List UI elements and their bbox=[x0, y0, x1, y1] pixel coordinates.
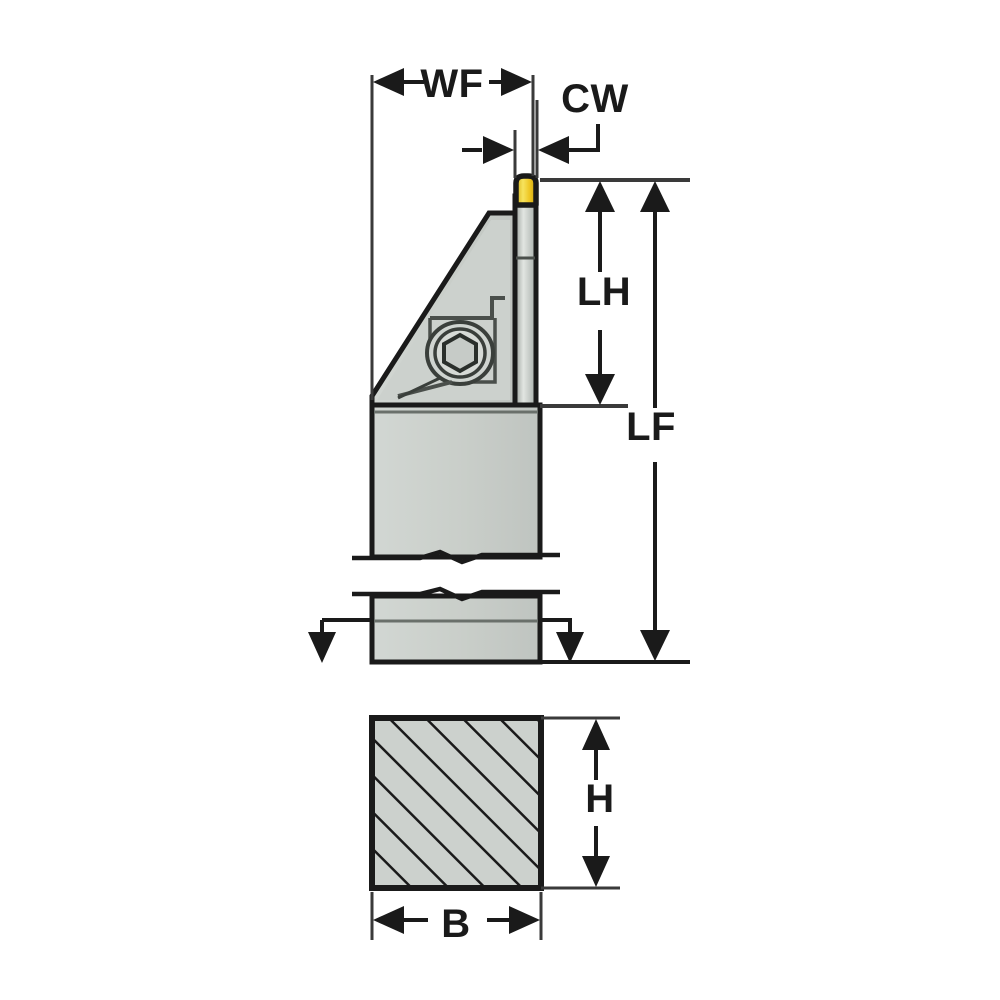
shank-cross-section bbox=[369, 715, 544, 891]
insert-pocket-outline bbox=[430, 296, 505, 320]
head-relief-line-2 bbox=[397, 376, 441, 400]
shank-callout-left-arrow-icon bbox=[308, 632, 336, 663]
h-arrow-down-icon bbox=[582, 856, 610, 887]
dimension-LF: LF bbox=[626, 181, 676, 661]
lf-arrow-down-icon bbox=[640, 630, 670, 661]
insert-blade bbox=[512, 193, 539, 409]
h-arrow-up-icon bbox=[582, 719, 610, 750]
dimension-label-WF: WF bbox=[420, 62, 483, 106]
clamp-screw-hex-socket-icon bbox=[442, 332, 478, 374]
dimension-CW: CW bbox=[462, 77, 629, 178]
lh-arrow-up-icon bbox=[585, 181, 615, 212]
wf-arrow-left-icon bbox=[373, 68, 404, 96]
shank-break-line-lower bbox=[352, 586, 560, 602]
dimension-label-CW: CW bbox=[561, 77, 629, 121]
side-view-group bbox=[352, 173, 690, 665]
dimension-label-LH: LH bbox=[577, 270, 631, 314]
section-view-group bbox=[369, 715, 544, 891]
cutting-insert bbox=[513, 173, 539, 208]
b-arrow-left-icon bbox=[373, 906, 404, 934]
lf-arrow-up-icon bbox=[640, 181, 670, 212]
tool-shank-upper bbox=[369, 402, 543, 560]
shank-callout-right-leader bbox=[540, 618, 572, 636]
dimension-WF: WF bbox=[370, 62, 535, 400]
dimension-H: H bbox=[541, 716, 620, 890]
lh-arrow-down-icon bbox=[585, 374, 615, 405]
cw-arrow-right-icon bbox=[538, 136, 569, 164]
dimension-label-H: H bbox=[585, 777, 614, 821]
tool-shank-lower bbox=[369, 593, 543, 665]
shank-callout-right-arrow-icon bbox=[556, 632, 584, 663]
dimension-label-B: B bbox=[441, 902, 470, 946]
dimension-LH: LH bbox=[540, 178, 690, 408]
b-arrow-right-icon bbox=[509, 906, 540, 934]
dimension-B: B bbox=[370, 892, 543, 946]
cw-arrow-left-icon bbox=[483, 136, 514, 164]
dimension-label-LF: LF bbox=[626, 405, 676, 449]
shank-break-line-upper bbox=[352, 549, 560, 565]
cw-leader bbox=[568, 124, 600, 152]
wf-arrow-right-icon bbox=[501, 68, 532, 96]
shank-end-callouts bbox=[308, 618, 584, 663]
